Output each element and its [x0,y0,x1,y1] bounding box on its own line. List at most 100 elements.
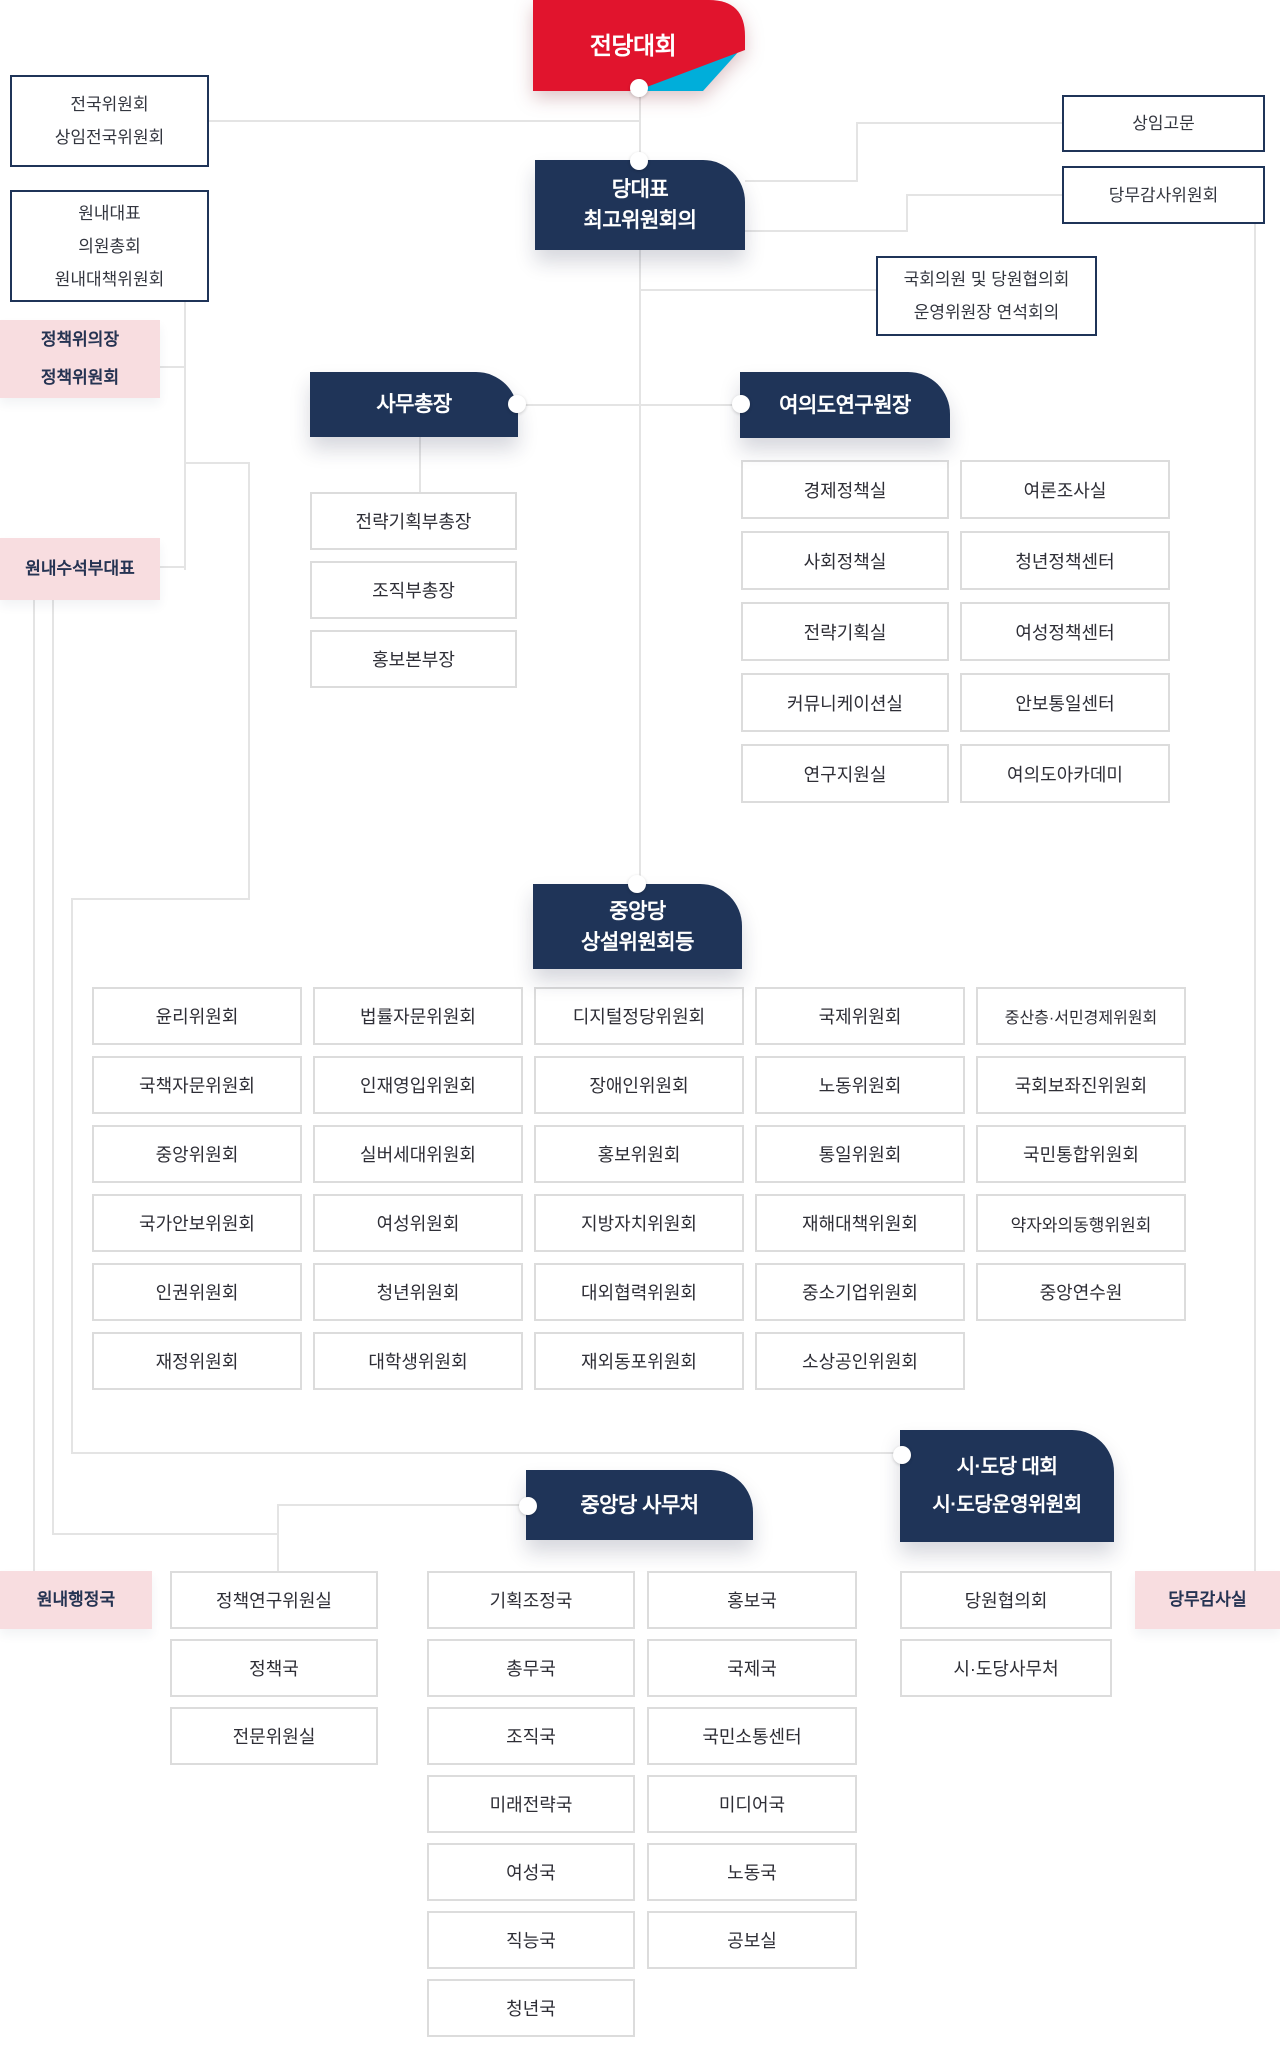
box-hq-dept: 청년국 [427,1979,635,2037]
box-line: 디지털정당위원회 [572,1007,706,1027]
banner-line: 당대표 [611,178,669,201]
box-line: 사회정책실 [803,551,887,572]
box-line: 지방자치위원회 [581,1214,697,1234]
connector-dot [508,395,526,413]
box-line: 정책국 [249,1659,299,1679]
box-line: 직능국 [506,1931,556,1951]
box-line: 안보통일센터 [1015,693,1115,714]
connector-line [639,250,641,886]
box-line: 국제위원회 [818,1007,902,1027]
box-line: 청년정책센터 [1015,551,1115,572]
box-line: 윤리위원회 [155,1007,239,1027]
box-line: 국가안보위원회 [139,1214,255,1234]
box-line: 노동위원회 [818,1076,902,1096]
box-committee: 중산층·서민경제위원회 [976,987,1186,1045]
box-line: 여성위원회 [376,1214,460,1234]
box-committee: 노동위원회 [755,1056,965,1114]
box-line: 국제국 [727,1659,777,1679]
banner-line: 시·도당운영위원회 [932,1494,1082,1516]
box-line: 시·도당사무처 [953,1659,1059,1679]
box-line: 원내대표 [78,203,141,223]
box-line: 중앙위원회 [155,1145,239,1165]
box-line: 중산층·서민경제위원회 [1004,1010,1158,1027]
box-line: 홍보위원회 [597,1145,681,1165]
connector-line [52,1533,278,1535]
ribbon-red-shape [533,0,745,91]
box-line: 중앙연수원 [1039,1283,1123,1303]
box-line: 국민통합위원회 [1023,1145,1139,1165]
box-yeouido-dept: 청년정책센터 [960,531,1170,590]
box-line: 상임전국위원회 [54,128,165,147]
box-hq-dept: 국제국 [647,1639,857,1697]
box-committee: 윤리위원회 [92,987,302,1045]
connector-line [248,462,250,900]
box-line: 총무국 [506,1659,556,1679]
box-line: 상임고문 [1132,114,1195,133]
banner-convention: 전당대회 [533,0,733,86]
box-line: 장애인위원회 [589,1076,689,1096]
connector-dot [732,395,750,413]
box-yeouido-dept: 경제정책실 [741,460,949,519]
box-joint-meeting: 국회의원 및 당원협의회 운영위원장 연석회의 [876,256,1097,336]
box-line: 노동국 [727,1863,777,1883]
box-line: 약자와의동행위원회 [1010,1215,1152,1235]
banner-sido-convention: 시·도당 대회 시·도당운영위원회 [900,1430,1114,1542]
box-hq-dept: 여성국 [427,1843,635,1901]
box-committee: 홍보위원회 [534,1125,744,1183]
box-committee: 소상공인위원회 [755,1332,965,1390]
connector-line [277,1504,528,1506]
connector-line [71,898,250,900]
box-committee: 국제위원회 [755,987,965,1045]
connector-line [52,600,54,1535]
box-standing-advisors: 상임고문 [1062,95,1265,152]
box-line: 전문위원실 [232,1727,316,1747]
box-line: 여론조사실 [1023,480,1107,501]
pinkbox-policy-chair: 정책위의장 정책위원회 [0,320,160,398]
box-committee: 중소기업위원회 [755,1263,965,1321]
box-hq-dept: 미디어국 [647,1775,857,1833]
box-sg-sub: 전략기획부총장 [310,492,517,550]
box-yeouido-dept: 여성정책센터 [960,602,1170,661]
box-committee: 대외협력위원회 [534,1263,744,1321]
convention-ribbon [533,0,745,91]
box-line: 대외협력위원회 [581,1283,697,1303]
box-hq-dept: 미래전략국 [427,1775,635,1833]
box-line: 재정위원회 [155,1352,239,1372]
box-line: 정책연구위원실 [216,1591,332,1611]
box-yeouido-dept: 커뮤니케이션실 [741,673,949,732]
banner-line: 중앙당 [609,899,666,923]
box-line: 전략기획부총장 [355,512,472,532]
box-committee: 실버세대위원회 [313,1125,523,1183]
connector-line [639,88,641,162]
box-yeouido-dept: 여의도아카데미 [960,744,1170,803]
box-line: 공보실 [727,1931,777,1951]
box-line: 커뮤니케이션실 [787,693,903,714]
box-line: 정책위원회 [40,368,120,387]
box-hq-dept: 기획조정국 [427,1571,635,1629]
connector-dot [630,152,648,170]
box-hq-dept: 홍보국 [647,1571,857,1629]
box-committee: 장애인위원회 [534,1056,744,1114]
banner-yeouido-director: 여의도연구원장 [740,372,950,438]
connector-line [184,462,250,464]
box-floor-leader: 원내대표 의원총회 원내대책위원회 [10,190,209,302]
box-line: 원내행정국 [36,1590,116,1609]
box-line: 여의도아카데미 [1007,764,1123,785]
box-sido-sub: 시·도당사무처 [900,1639,1112,1697]
box-line: 소상공인위원회 [802,1352,918,1372]
box-line: 전국위원회 [70,95,149,114]
banner-line: 여의도연구원장 [779,393,911,417]
box-line: 여성정책센터 [1015,622,1115,643]
box-line: 인권위원회 [155,1283,239,1303]
box-hq-dept: 공보실 [647,1911,857,1969]
box-line: 당무감사실 [1168,1590,1247,1609]
box-committee: 국가안보위원회 [92,1194,302,1252]
box-line: 국회의원 및 당원협의회 [903,270,1070,289]
connector-line [856,122,858,182]
connector-line [745,230,908,232]
box-committee: 약자와의동행위원회 [976,1194,1186,1252]
box-national-committee: 전국위원회 상임전국위원회 [10,75,209,167]
pinkbox-audit-office: 당무감사실 [1135,1571,1280,1629]
connector-line [518,404,742,406]
box-line: 조직국 [506,1727,556,1747]
